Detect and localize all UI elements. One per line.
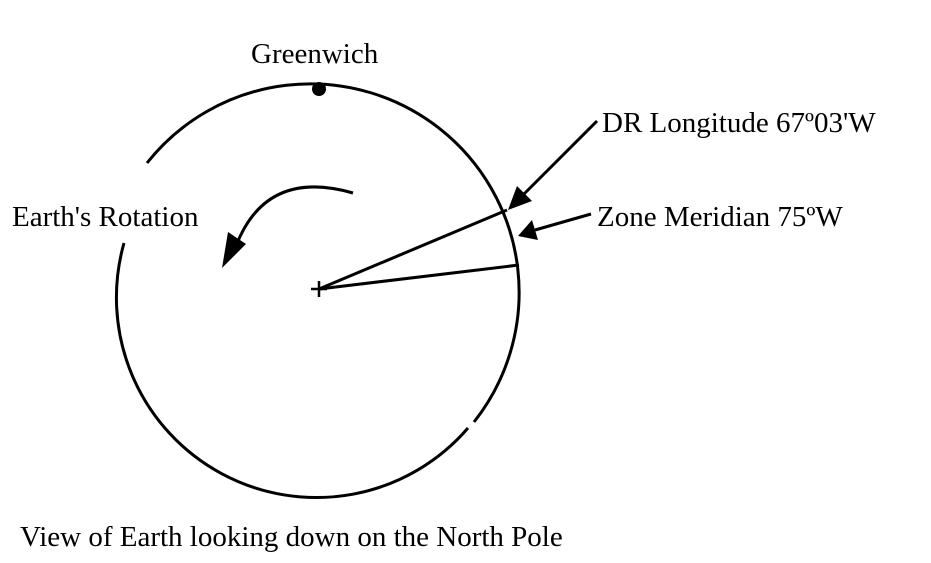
earth-rotation-label: Earth's Rotation bbox=[12, 201, 199, 233]
greenwich-dot bbox=[312, 82, 326, 96]
earth-circle-arc-lower bbox=[114, 242, 470, 499]
earth-circle-arc-main bbox=[145, 82, 521, 423]
zone-meridian-pointer bbox=[518, 212, 592, 240]
rotation-arrow-arc bbox=[234, 185, 354, 247]
greenwich-label: Greenwich bbox=[251, 38, 379, 70]
zone-meridian-radius bbox=[318, 263, 520, 291]
dr-longitude-radius bbox=[318, 208, 508, 291]
zone-meridian-label: Zone Meridian 75ºW bbox=[597, 201, 843, 233]
rotation-arrowhead bbox=[222, 232, 246, 268]
zone-meridian-arrowhead bbox=[518, 220, 538, 240]
dr-longitude-arrowhead bbox=[508, 186, 532, 210]
dr-longitude-pointer bbox=[508, 119, 599, 210]
diagram-caption: View of Earth looking down on the North … bbox=[20, 521, 563, 553]
earth-circle bbox=[114, 82, 521, 499]
rotation-arrow bbox=[222, 185, 354, 268]
dr-longitude-label: DR Longitude 67º03'W bbox=[602, 107, 876, 139]
